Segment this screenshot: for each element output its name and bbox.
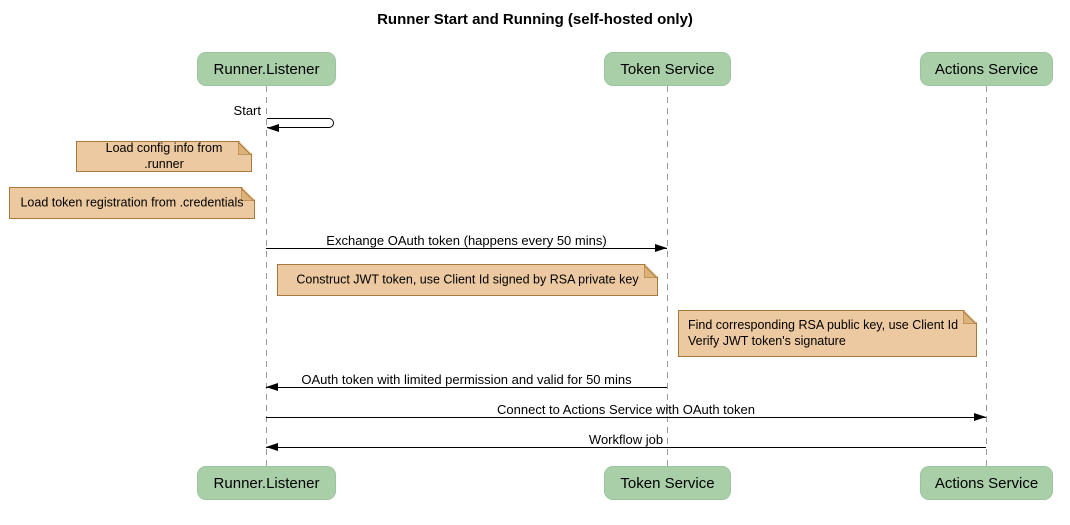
message-oauth-return-line <box>266 387 667 388</box>
lifeline-token-service <box>667 86 668 466</box>
lifeline-actions-service <box>986 86 987 466</box>
note-load-config: Load config info from .runner <box>76 141 252 172</box>
participant-token-service-top: Token Service <box>604 52 731 86</box>
message-workflow-job-label: Workflow job <box>588 432 664 447</box>
note-text: Load token registration from .credential… <box>20 195 244 210</box>
note-text-line-2: Verify JWT token's signature <box>688 334 846 349</box>
arrowhead-right-icon <box>974 413 986 421</box>
note-fold-icon <box>241 188 254 201</box>
arrowhead-right-icon <box>655 244 667 252</box>
message-exchange-oauth-line <box>266 248 667 249</box>
message-workflow-job-line <box>266 447 986 448</box>
note-construct-jwt: Construct JWT token, use Client Id signe… <box>277 264 658 296</box>
participant-runner-listener-top: Runner.Listener <box>197 52 336 86</box>
arrowhead-left-icon <box>266 443 278 451</box>
message-start-self-loop <box>267 118 334 128</box>
message-start-label: Start <box>233 103 261 118</box>
arrowhead-left-icon <box>267 124 279 132</box>
participant-runner-listener-bottom: Runner.Listener <box>197 466 336 500</box>
participant-actions-service-top: Actions Service <box>920 52 1053 86</box>
note-text: Construct JWT token, use Client Id signe… <box>296 272 639 287</box>
message-exchange-oauth-label: Exchange OAuth token (happens every 50 m… <box>326 233 607 248</box>
note-verify-jwt: Find corresponding RSA public key, use C… <box>678 310 977 357</box>
message-oauth-return-label: OAuth token with limited permission and … <box>301 372 632 387</box>
diagram-title: Runner Start and Running (self-hosted on… <box>377 11 693 28</box>
note-fold-icon <box>963 311 976 324</box>
note-load-credentials: Load token registration from .credential… <box>9 187 255 219</box>
lifeline-runner-listener <box>266 86 267 466</box>
participant-token-service-bottom: Token Service <box>604 466 731 500</box>
participant-actions-service-bottom: Actions Service <box>920 466 1053 500</box>
note-text-line-1: Find corresponding RSA public key, use C… <box>688 317 959 332</box>
message-connect-label: Connect to Actions Service with OAuth to… <box>497 402 755 417</box>
note-fold-icon <box>644 265 657 278</box>
arrowhead-left-icon <box>266 383 278 391</box>
message-connect-line <box>266 417 986 418</box>
note-text: Load config info from .runner <box>105 140 223 172</box>
note-fold-icon <box>238 142 251 155</box>
